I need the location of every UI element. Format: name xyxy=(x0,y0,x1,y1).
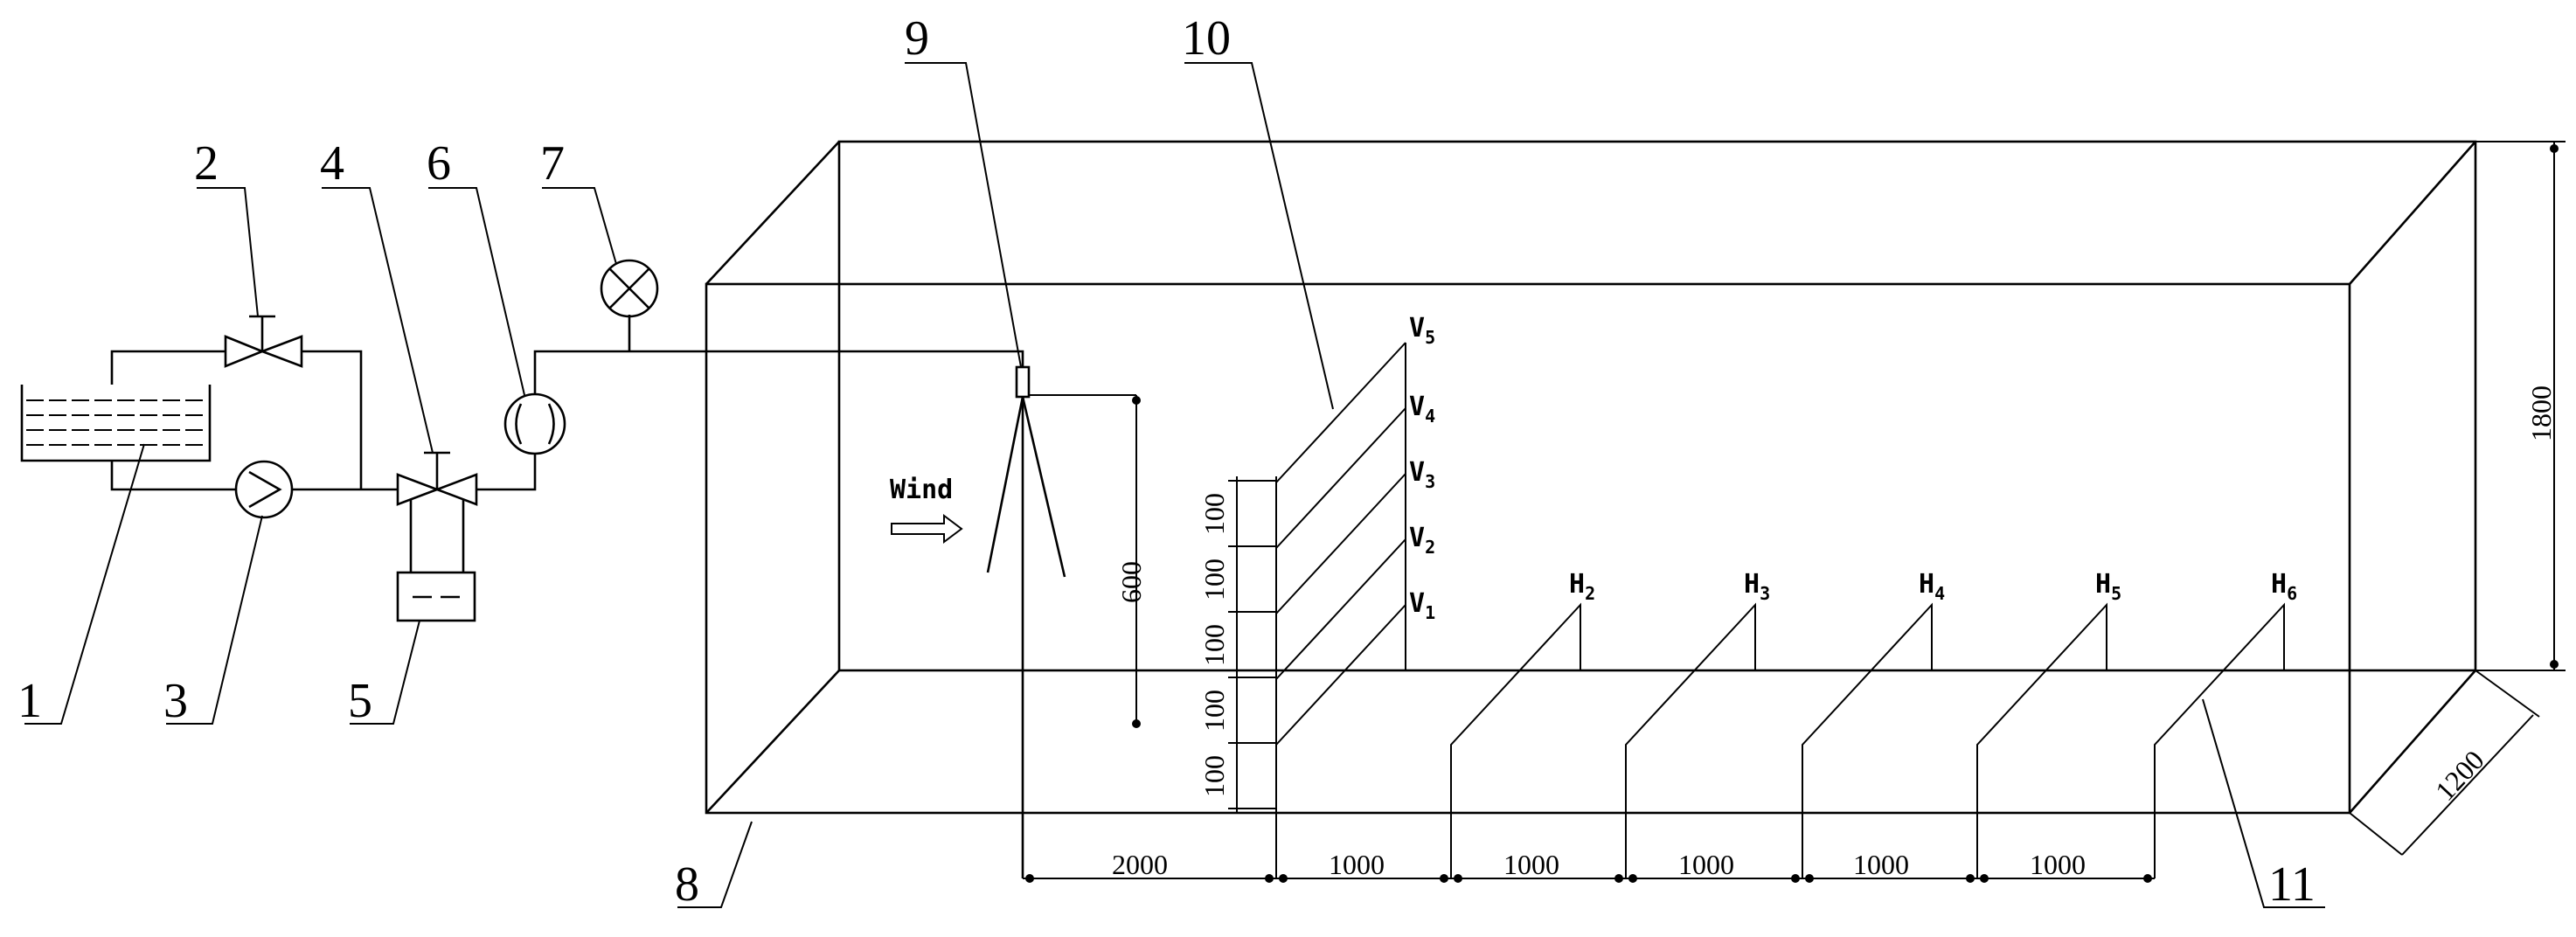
probe-h4: H4 xyxy=(1919,569,1945,604)
callout-leaders xyxy=(24,62,2325,908)
flowmeter-icon xyxy=(503,392,566,455)
probe-v1: V1 xyxy=(1409,588,1435,623)
vertical-spacing-labels: 100 100 100 100 100 xyxy=(1198,493,1230,797)
callout-3: 3 xyxy=(163,674,188,728)
spacing-2: 1000 xyxy=(1503,849,1559,880)
tunnel-height-value: 1800 xyxy=(2525,385,2557,441)
horizontal-spacing-labels: 2000 1000 1000 1000 1000 1000 xyxy=(1112,849,2086,880)
callout-6: 6 xyxy=(427,136,451,191)
horizontal-probe-labels: H2 H3 H4 H5 H6 xyxy=(1569,569,2297,604)
wind-label: Wind xyxy=(890,475,953,505)
probe-h3: H3 xyxy=(1744,569,1770,604)
piping xyxy=(110,315,1024,491)
probe-v3: V3 xyxy=(1409,457,1435,492)
vspace-5: 100 xyxy=(1198,755,1230,797)
spray-nozzle xyxy=(986,365,1066,878)
spacing-1: 1000 xyxy=(1329,849,1385,880)
callout-numbers: 1 2 3 4 5 6 7 8 9 10 11 xyxy=(17,11,2316,912)
callout-7: 7 xyxy=(540,136,565,191)
probe-v4: V4 xyxy=(1409,392,1435,427)
tunnel-width-value: 1200 xyxy=(2429,744,2490,806)
pump-icon xyxy=(234,460,294,519)
callout-10: 10 xyxy=(1182,11,1231,66)
horizontal-spacing-dimension xyxy=(1023,874,2155,883)
probe-v2: V2 xyxy=(1409,523,1435,558)
callout-11: 11 xyxy=(2268,857,2316,912)
vertical-probe-labels: V1 V2 V3 V4 V5 xyxy=(1409,313,1435,623)
controller-box xyxy=(396,571,476,622)
horizontal-probe-array xyxy=(1450,602,2285,878)
vertical-probe-array xyxy=(1275,342,1406,878)
probe-v5: V5 xyxy=(1409,313,1435,348)
vspace-2: 100 xyxy=(1198,559,1230,600)
tunnel-width-dimension xyxy=(2349,670,2540,856)
distance-source: 2000 xyxy=(1112,849,1168,880)
callout-4: 4 xyxy=(320,136,344,191)
callout-5: 5 xyxy=(348,674,372,728)
wind-arrow-icon xyxy=(891,514,963,544)
tunnel-height-dimension xyxy=(2475,141,2566,671)
vspace-3: 100 xyxy=(1198,624,1230,666)
probe-h6: H6 xyxy=(2271,569,2297,604)
spacing-4: 1000 xyxy=(1853,849,1909,880)
vertical-spacing-dimension xyxy=(1228,476,1276,813)
spacing-3: 1000 xyxy=(1678,849,1734,880)
callout-9: 9 xyxy=(905,11,929,66)
callout-8: 8 xyxy=(675,857,699,912)
callout-2: 2 xyxy=(194,136,219,191)
source-height-dimension xyxy=(1029,394,1141,728)
spacing-5: 1000 xyxy=(2030,849,2086,880)
vspace-1: 100 xyxy=(1198,493,1230,535)
bypass-valve xyxy=(224,315,303,368)
vspace-4: 100 xyxy=(1198,690,1230,732)
control-valve xyxy=(396,451,478,573)
wind-tunnel-box xyxy=(705,140,2477,815)
source-height-value: 600 xyxy=(1115,561,1147,603)
probe-h2: H2 xyxy=(1569,569,1595,604)
callout-1: 1 xyxy=(17,674,42,728)
probe-h5: H5 xyxy=(2095,569,2121,604)
pressure-gauge-icon xyxy=(600,259,659,318)
water-tank xyxy=(20,385,212,462)
